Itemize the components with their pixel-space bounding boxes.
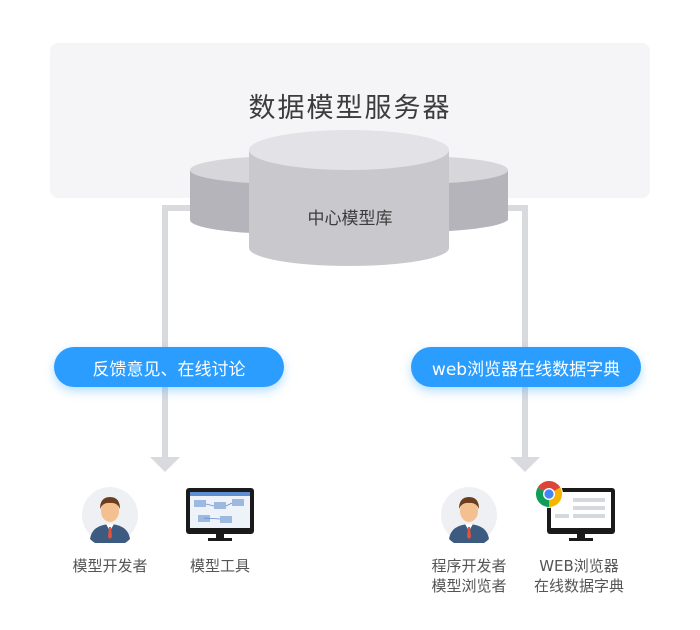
developer-avatar-icon [441,487,497,543]
web-browser-label: WEB浏览器 [539,557,619,575]
chrome-browser-icon [535,480,563,508]
right-arrow-head [510,457,540,472]
model-tool-label: 模型工具 [189,557,250,575]
model-developer-label: 模型开发者 [72,557,148,575]
web-dictionary-pill: web浏览器在线数据字典 [411,347,641,387]
program-developer-label: 程序开发者 [431,557,507,575]
feedback-discussion-pill: 反馈意见、在线讨论 [54,347,284,387]
browser-monitor-icon [535,480,615,541]
left-arrow-head [150,457,180,472]
developer-avatar-icon [82,487,138,543]
server-title: 数据模型服务器 [248,93,452,124]
online-dictionary-label: 在线数据字典 [533,577,624,595]
main-cylinder [249,130,449,266]
model-viewer-label: 模型浏览者 [431,577,507,595]
monitor-icon [186,488,254,541]
database-label: 中心模型库 [307,209,393,229]
